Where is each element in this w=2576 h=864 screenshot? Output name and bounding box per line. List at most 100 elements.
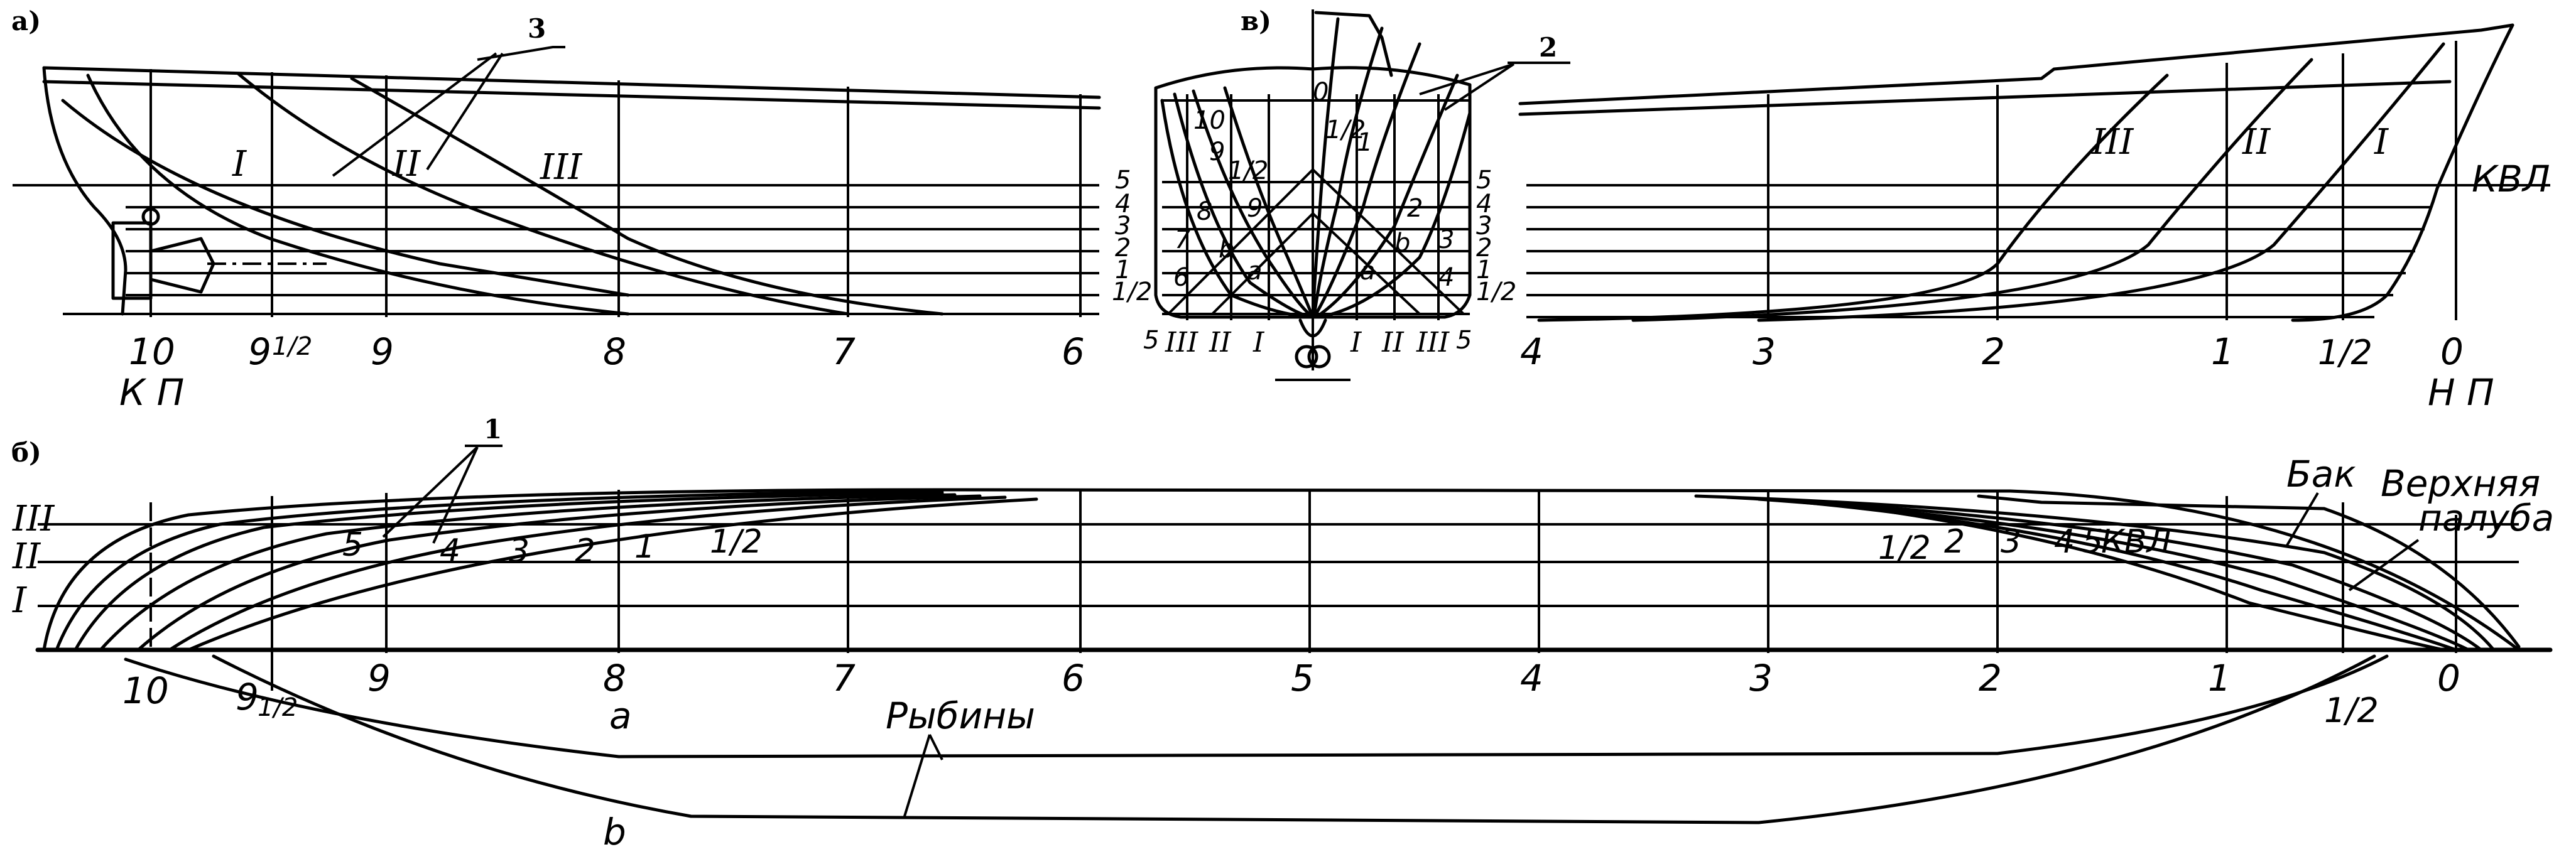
profile-fwd-deck: [1518, 23, 2514, 105]
panel-a-label: а): [11, 6, 41, 36]
station-label-9: 9: [371, 330, 394, 373]
buttock-label-I-fwd: I: [2374, 122, 2389, 163]
callout-1: 1: [484, 414, 502, 445]
station-label-9-half: 9: [248, 330, 271, 373]
station-label-4: 4: [1520, 330, 1543, 373]
section-label-9-half: 9: [1209, 138, 1225, 166]
hb-wl-aft-3: 3: [509, 532, 530, 570]
hb-upper-deck-outline: [42, 488, 2521, 652]
panel-b-label: б): [11, 437, 41, 468]
hb-station-10: 10: [122, 669, 169, 712]
profile-waterlines: [13, 184, 1099, 315]
hb-station-1: 1: [2208, 657, 2231, 699]
body-fwd-sections: [1311, 17, 1472, 319]
callout-3-leader-a: [332, 52, 497, 177]
wl-left-2: 2: [1115, 234, 1131, 262]
station-label-10: 10: [129, 330, 175, 373]
bottom-label-5-l: 5: [1143, 326, 1159, 355]
hb-fwd-waterlines: [1694, 494, 2496, 652]
diagonal-b-curve: [212, 654, 2376, 824]
hb-station-0: 0: [2437, 657, 2460, 699]
bow-stem: [2291, 23, 2514, 322]
callout-2-leader-a: [1419, 63, 1514, 95]
section-label-6: 6: [1173, 263, 1189, 292]
wl-left-half: 1/2: [1112, 278, 1152, 306]
half-breadth-view: б) III II I: [11, 414, 2554, 853]
hb-station-5: 5: [1291, 657, 1314, 699]
wl-right-2: 2: [1476, 234, 1492, 262]
buttock-I-fwd: [1757, 42, 2445, 322]
wl-left-1: 1: [1115, 256, 1131, 284]
hb-wl-fwd-5: 5: [2082, 523, 2103, 561]
buttock-label-I-aft: I: [232, 144, 247, 185]
rudder-shape: [111, 221, 153, 300]
station-label-3: 3: [1753, 330, 1776, 373]
hb-station-4: 4: [1520, 657, 1543, 699]
section-label-8: 8: [1197, 197, 1212, 226]
hb-wl-aft-4: 4: [440, 532, 460, 570]
diagonals-leader-a: [903, 734, 931, 817]
panel-v-label: в): [1241, 6, 1271, 36]
upper-deck-leader: [2348, 539, 2420, 591]
station-label-2: 2: [1982, 330, 2005, 373]
bottom-label-I-r: I: [1350, 327, 1362, 359]
wl-right-1: 1: [1476, 256, 1492, 284]
hb-stations: [149, 490, 2457, 691]
profile-aft-curve: [61, 99, 630, 297]
section-label-0: 0: [1313, 78, 1329, 107]
body-outline: [1154, 66, 1472, 319]
kvl-label-profile: КВЛ: [2472, 158, 2550, 200]
section-label-4: 4: [1438, 263, 1454, 292]
diagonals-leader-b: [928, 734, 943, 760]
wl-right-half: 1/2: [1476, 278, 1516, 306]
buttock-II-aft: [237, 72, 850, 316]
propeller-hub: [141, 207, 160, 226]
stern-tube: [149, 237, 215, 294]
buttock-III-aft: [350, 77, 944, 316]
profile-fwd-deck-2: [1518, 80, 2452, 116]
buttock-III-fwd: [1537, 73, 2169, 322]
diag-label-b-left: b: [1219, 235, 1234, 264]
station-label-half: 1/2: [272, 332, 312, 361]
kp-label: К П: [119, 371, 184, 414]
upper-deck-label-2: палуба: [2418, 497, 2554, 539]
bottom-label-III-r: III: [1416, 327, 1450, 359]
section-label-10: 10: [1193, 106, 1226, 135]
hb-forecastle-outline: [1977, 494, 2521, 649]
bottom-label-I-l: I: [1253, 327, 1265, 359]
shaft-circle-l: [1295, 345, 1318, 369]
hb-station-9: 9: [367, 657, 391, 699]
forecastle-leader: [2285, 492, 2319, 548]
wl-right-3: 3: [1476, 212, 1492, 240]
upper-deck-label: Верхняя: [2381, 462, 2540, 505]
buttock-label-II-fwd: II: [2242, 122, 2271, 163]
hb-station-3: 3: [1749, 657, 1773, 699]
station-label-1: 1: [2211, 330, 2234, 373]
station-label-6: 6: [1062, 330, 1085, 373]
hb-station-6: 6: [1062, 657, 1085, 699]
body-plan-grid: [1162, 94, 1470, 320]
hb-kvl-label: КВЛ: [2101, 523, 2171, 561]
profile-fwd-view: III II I КВЛ 4 3 2 1 1/2 0 Н П: [1518, 23, 2550, 414]
wl-right-5: 5: [1476, 166, 1492, 195]
hb-wl-aft-2: 2: [575, 532, 595, 570]
hb-wl-fwd-4: 4: [2054, 523, 2075, 561]
hb-wl-fwd-2: 2: [1944, 523, 1965, 561]
profile-stations: [149, 69, 1082, 317]
wl-left-5: 5: [1115, 166, 1131, 195]
callout-2: 2: [1539, 32, 1557, 63]
buttock-I-aft: [86, 73, 630, 316]
profile-aft-view: а): [11, 6, 1101, 414]
diag-label-a-left: a: [1247, 257, 1263, 286]
hb-wl-aft-1: 1: [634, 528, 655, 566]
buttock-label-II-aft: II: [392, 144, 421, 185]
body-diagonals: [1167, 168, 1465, 315]
profile-deck-line-2: [42, 80, 1101, 110]
callout-3: 3: [528, 13, 546, 44]
hb-buttock-label-III: III: [12, 499, 55, 539]
hb-wl-fwd-half: 1/2: [1878, 529, 1931, 567]
buttock-II-fwd: [1631, 58, 2313, 322]
hb-buttock-label-II: II: [12, 536, 41, 577]
callout-1-leader-b: [432, 446, 479, 544]
hb-station-7: 7: [832, 657, 856, 699]
